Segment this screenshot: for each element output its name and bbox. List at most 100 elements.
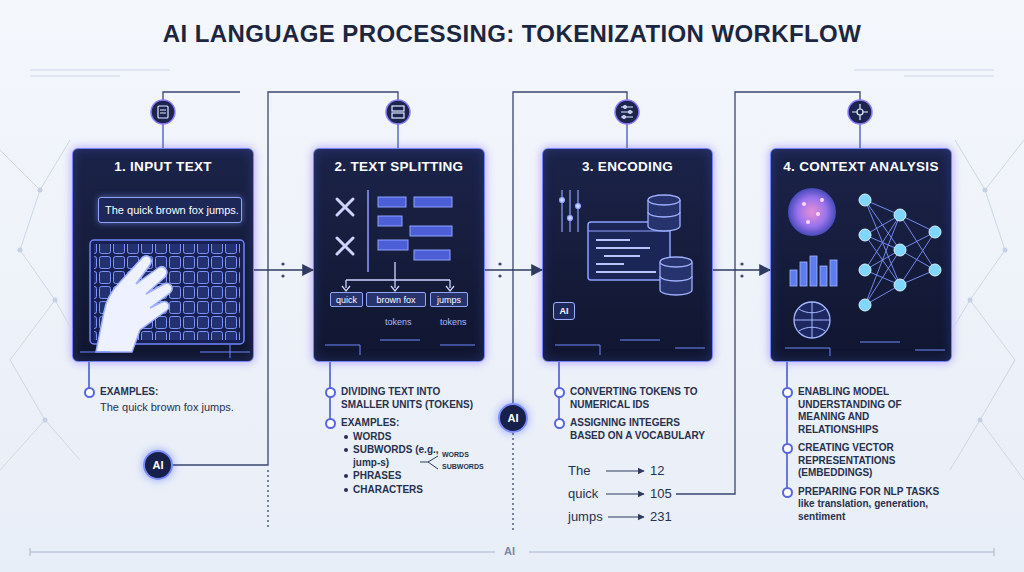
background-network bbox=[0, 70, 1024, 480]
bracket bbox=[420, 456, 438, 469]
description-text: PHRASES bbox=[353, 470, 401, 481]
process-panel: 1. INPUT TEXT EXAMPLES: The quick brown fo… bbox=[72, 148, 254, 540]
mapping-arrow bbox=[606, 471, 644, 517]
list-dot bbox=[344, 448, 348, 452]
splitting-illustration bbox=[325, 190, 475, 355]
bullet-line bbox=[786, 362, 788, 492]
list-dot bbox=[344, 488, 348, 492]
description-text: EXAMPLES: bbox=[341, 417, 399, 428]
process-panel: 4. CONTEXT ANALYSIS ENABLING MODEL UNDERS… bbox=[770, 148, 952, 540]
bullet-dot bbox=[84, 387, 95, 398]
footer-rule bbox=[30, 548, 994, 556]
description-line: DIVIDING TEXT INTO SMALLER UNITS (TOKENS… bbox=[313, 386, 485, 411]
flow-arrow bbox=[254, 269, 313, 271]
node-text: AI bbox=[143, 450, 173, 480]
node-text: quick bbox=[336, 295, 357, 305]
description-line: ASSIGNING INTEGERS BASED ON A VOCABULARY bbox=[542, 417, 713, 442]
wire-dot bbox=[281, 262, 743, 277]
node-text: AI bbox=[560, 306, 569, 316]
encoding-illustration bbox=[555, 190, 705, 355]
ai-chip: AI bbox=[553, 302, 575, 320]
panel-heading: 1. INPUT TEXT bbox=[73, 159, 253, 174]
panel-face: 4. CONTEXT ANALYSIS bbox=[770, 148, 952, 362]
text-label: WORDS bbox=[442, 451, 469, 458]
bullet-dot bbox=[782, 387, 793, 398]
text-label: SUBWORDS bbox=[442, 463, 484, 470]
diagram-title: AI LANGUAGE PROCESSING: TOKENIZATION WOR… bbox=[0, 20, 1024, 48]
text-label: 12 bbox=[650, 463, 664, 478]
description-text: The quick brown fox jumps. bbox=[100, 401, 234, 413]
description-text: WORDS bbox=[353, 431, 391, 442]
token-box: quick bbox=[330, 292, 363, 307]
bullet-dot bbox=[782, 443, 793, 454]
text-label: jumps bbox=[568, 509, 603, 524]
description-line: The quick brown fox jumps. bbox=[72, 401, 254, 414]
description-text: PREPARING FOR NLP TASKS like translation… bbox=[798, 486, 939, 522]
node-text: brown fox bbox=[376, 295, 415, 305]
description-line: EXAMPLES: bbox=[72, 386, 254, 399]
process-panel: 2. TEXT SPLITTING DIVIDING TEXT INTO SMAL… bbox=[313, 148, 485, 540]
description-line: WORDS bbox=[313, 431, 455, 444]
bullet-dot bbox=[782, 487, 793, 498]
ai-badge: AI bbox=[498, 403, 528, 433]
panel-heading: 4. CONTEXT ANALYSIS bbox=[771, 159, 951, 174]
description-text: ASSIGNING INTEGERS BASED ON A VOCABULARY bbox=[570, 417, 705, 441]
badge-circle bbox=[499, 404, 527, 432]
description-line: ENABLING MODEL UNDERSTANDING OF MEANING … bbox=[770, 386, 952, 436]
input-box: The quick brown fox jumps. bbox=[98, 197, 242, 223]
description-text: EXAMPLES: bbox=[100, 386, 158, 397]
description-line: CONVERTING TOKENS TO NUMERICAL IDS bbox=[542, 386, 713, 411]
panel-description: CONVERTING TOKENS TO NUMERICAL IDS ASSIGN… bbox=[542, 380, 713, 442]
description-line: PREPARING FOR NLP TASKS like translation… bbox=[770, 486, 952, 524]
description-line: SUBWORDS (e.g., jump-s) bbox=[313, 444, 455, 469]
description-text: CREATING VECTOR REPRESENTATIONS (EMBEDDI… bbox=[798, 442, 895, 478]
text-label: AI bbox=[504, 545, 515, 557]
text-label: 105 bbox=[650, 486, 672, 501]
list-dot bbox=[344, 474, 348, 478]
network-dots bbox=[18, 188, 1008, 423]
keyboard-illustration bbox=[80, 240, 250, 358]
description-line: EXAMPLES: bbox=[313, 417, 485, 430]
bullet-dot bbox=[554, 418, 565, 429]
ai-badge: AI bbox=[143, 450, 173, 480]
description-line: CREATING VECTOR REPRESENTATIONS (EMBEDDI… bbox=[770, 442, 952, 480]
badge-circle bbox=[144, 451, 172, 479]
bullet-dot bbox=[325, 387, 336, 398]
node-text: The quick brown fox jumps. bbox=[105, 204, 239, 216]
description-text: CHARACTERS bbox=[353, 484, 423, 495]
node-text: AI bbox=[498, 403, 528, 433]
panel-heading: 3. ENCODING bbox=[543, 159, 712, 174]
panel-description: ENABLING MODEL UNDERSTANDING OF MEANING … bbox=[770, 380, 952, 523]
text-label: quick bbox=[568, 486, 598, 501]
panel-face: 3. ENCODING bbox=[542, 148, 713, 362]
bullet-dot bbox=[325, 418, 336, 429]
text-label: tokens bbox=[440, 317, 467, 327]
description-text: DIVIDING TEXT INTO SMALLER UNITS (TOKENS… bbox=[341, 386, 473, 410]
panel-description: DIVIDING TEXT INTO SMALLER UNITS (TOKENS… bbox=[313, 380, 485, 496]
panel-description: EXAMPLES: The quick brown fox jumps. bbox=[72, 380, 254, 414]
step-icon bbox=[151, 100, 872, 148]
description-text: SUBWORDS (e.g., jump-s) bbox=[353, 444, 439, 468]
token-box: jumps bbox=[430, 292, 468, 307]
list-dot bbox=[344, 435, 348, 439]
description-line: PHRASES bbox=[313, 470, 455, 483]
network-illustration bbox=[785, 188, 945, 356]
panel-face: 1. INPUT TEXT bbox=[72, 148, 254, 362]
panel-face: 2. TEXT SPLITTING bbox=[313, 148, 485, 362]
node-text: jumps bbox=[437, 295, 461, 305]
text-label: 231 bbox=[650, 509, 672, 524]
flow-arrow bbox=[485, 269, 542, 271]
flow-arrow bbox=[713, 269, 770, 271]
description-text: ENABLING MODEL UNDERSTANDING OF MEANING … bbox=[798, 386, 902, 435]
text-label: The bbox=[568, 463, 590, 478]
wire bbox=[163, 92, 860, 530]
panel-heading: 2. TEXT SPLITTING bbox=[314, 159, 484, 174]
text-label: tokens bbox=[385, 317, 412, 327]
process-panel: 3. ENCODING CONVERTING TOKENS TO NUMERICA… bbox=[542, 148, 713, 540]
token-box: brown fox bbox=[366, 292, 426, 307]
bullet-dot bbox=[554, 387, 565, 398]
